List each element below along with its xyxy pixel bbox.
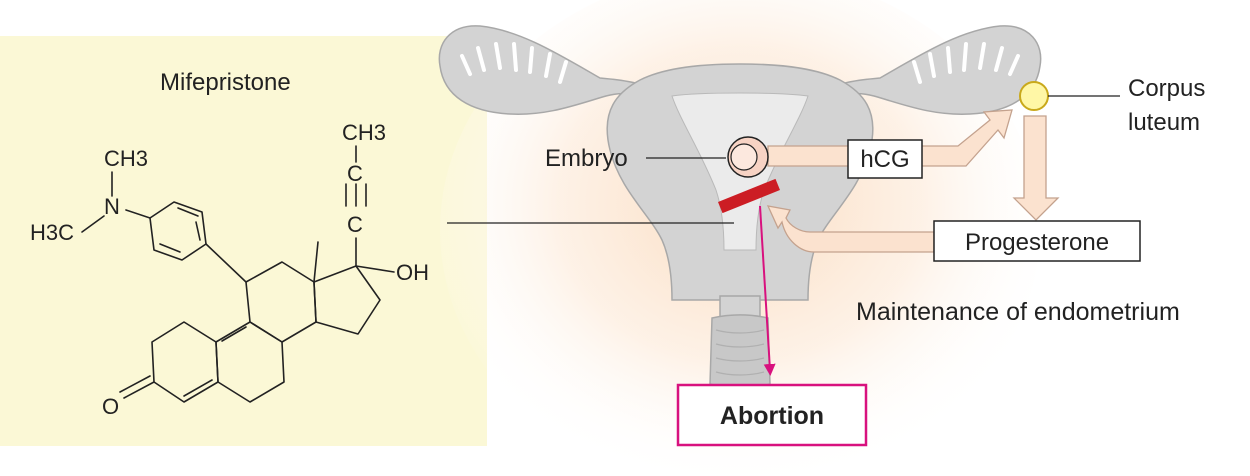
progesterone-label: Progesterone	[965, 229, 1109, 256]
corpus-luteum-label-line1: Corpus	[1128, 75, 1205, 102]
hcg-label: hCG	[860, 146, 909, 173]
atom-o: O	[102, 394, 119, 419]
vagina	[709, 314, 771, 390]
progesterone-box	[933, 220, 1141, 262]
hcg-box	[847, 139, 923, 179]
abortion-arrow	[759, 205, 776, 376]
embryo-inner	[730, 143, 758, 171]
atom-n: N	[104, 194, 120, 219]
corpus-luteum-down-arrow	[1012, 115, 1060, 221]
mifepristone-structure	[81, 145, 395, 403]
atom-h3c: H3C	[30, 220, 74, 245]
abortion-label: Abortion	[720, 402, 824, 430]
corpus-luteum	[1019, 81, 1049, 111]
drug-name: Mifepristone	[160, 69, 291, 96]
chemistry-panel	[0, 36, 487, 446]
atom-oh: OH	[396, 260, 429, 285]
left-fimbriae	[460, 42, 568, 84]
atom-ch3-n: CH3	[104, 146, 148, 171]
abortion-box	[676, 383, 868, 447]
atom-c2: C	[347, 212, 363, 237]
vaginal-rugae	[715, 329, 765, 376]
right-fimbriae	[912, 42, 1020, 84]
atom-c1: C	[347, 161, 363, 186]
progesterone-arrow	[766, 205, 935, 253]
maintenance-label: Maintenance of endometrium	[856, 298, 1180, 326]
corpus-luteum-label-line2: luteum	[1128, 109, 1200, 136]
receptor-block	[718, 178, 780, 214]
atom-ch3-top: CH3	[342, 120, 386, 145]
embryo-label: Embryo	[545, 145, 628, 172]
